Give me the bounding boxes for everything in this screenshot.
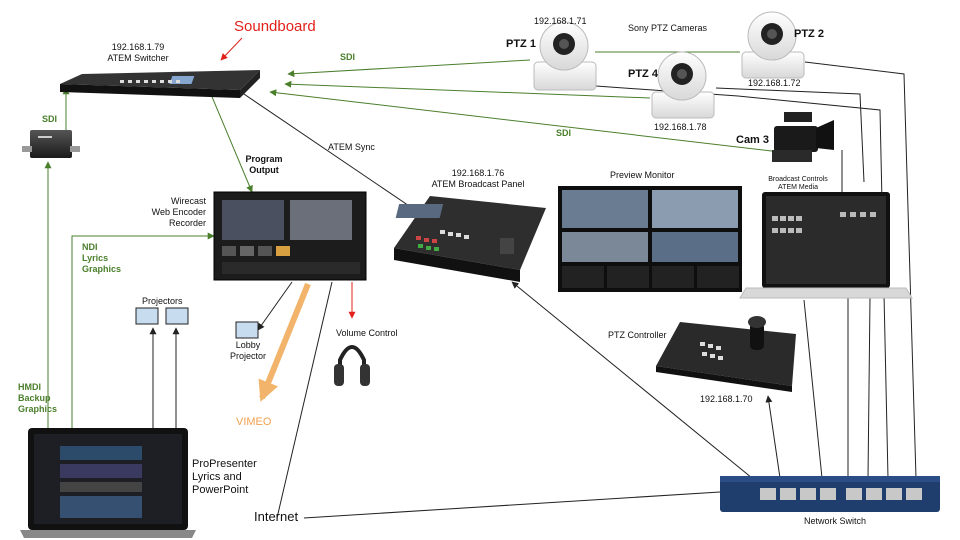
switch-to-laptop-line-1 bbox=[803, 299, 823, 479]
ptz4-ip-label: 192.168.1.78 bbox=[654, 122, 707, 132]
laptop-icon bbox=[20, 428, 196, 538]
ptz-controller-icon bbox=[656, 316, 796, 392]
ptz-camera-icon bbox=[533, 21, 597, 91]
lobby-projector-label: Lobby Projector bbox=[229, 340, 266, 361]
ptz-controller-ip-label: 192.168.1.70 bbox=[700, 394, 753, 404]
wirecast-to-lobby-line bbox=[257, 281, 293, 331]
ptz-controller-label: PTZ Controller bbox=[608, 330, 667, 340]
preview-monitor-icon bbox=[558, 186, 742, 292]
sdi-top-label: SDI bbox=[340, 52, 356, 62]
connections bbox=[44, 37, 917, 519]
switch-to-ptz2-line bbox=[804, 61, 917, 479]
sdi-line-ptz4 bbox=[284, 80, 651, 99]
switch-to-ptz4-line bbox=[715, 87, 865, 183]
ptz2-label: PTZ 2 bbox=[794, 28, 824, 40]
sony-label: Sony PTZ Cameras bbox=[628, 23, 708, 33]
laptop-icon bbox=[739, 192, 913, 299]
program-output-label: Program Output bbox=[245, 154, 283, 175]
projector-icon bbox=[135, 307, 159, 325]
atem-sync-line bbox=[237, 89, 425, 217]
projectors-label: Projectors bbox=[142, 296, 183, 306]
headphones-icon bbox=[334, 345, 370, 386]
atem-sync-label: ATEM Sync bbox=[328, 142, 375, 152]
sdi-cam3-label: SDI bbox=[556, 128, 572, 138]
internet-label: Internet bbox=[254, 509, 299, 524]
wirecast-label: Wirecast Web Encoder Recorder bbox=[151, 196, 206, 228]
cam3-label: Cam 3 bbox=[736, 134, 770, 146]
soundboard-label: Soundboard bbox=[234, 18, 316, 35]
sdi-line-ptz1 bbox=[287, 59, 531, 78]
ptz-camera-icon bbox=[741, 11, 805, 79]
soundboard-arrow bbox=[220, 37, 243, 61]
preview-monitor-label: Preview Monitor bbox=[610, 170, 675, 180]
internet-wirecast-line bbox=[276, 281, 333, 519]
network-switch-icon bbox=[720, 476, 940, 512]
ptz2-ip-label: 192.168.1.72 bbox=[748, 78, 801, 88]
ptz-camera-icon bbox=[651, 51, 715, 119]
camcorder-icon bbox=[772, 112, 834, 162]
ndi-label: NDI Lyrics Graphics bbox=[82, 242, 122, 274]
program-output-line bbox=[209, 91, 253, 193]
broadcast-panel-label: 192.168.1.76 ATEM Broadcast Panel bbox=[431, 168, 525, 189]
broadcast-controls-label: Broadcast Controls ATEM Media bbox=[768, 176, 828, 191]
vimeo-arrow bbox=[258, 282, 311, 402]
volume-control-label: Volume Control bbox=[336, 328, 398, 338]
network-switch-label: Network Switch bbox=[804, 516, 867, 526]
ptz4-label: PTZ 4 bbox=[628, 68, 658, 80]
switch-to-controller-line bbox=[765, 395, 781, 479]
sdi-left-label: SDI bbox=[42, 114, 58, 124]
ptz1-ip-label: 192.168.1.71 bbox=[534, 16, 587, 26]
internet-line bbox=[303, 491, 721, 519]
atem-switcher-icon bbox=[60, 70, 260, 98]
projector-icon bbox=[235, 321, 259, 339]
switch-to-panel-line bbox=[511, 281, 753, 479]
vimeo-label: VIMEO bbox=[236, 416, 272, 428]
atem-switcher-label: 192.168.1.79 ATEM Switcher bbox=[107, 42, 169, 63]
projector-icon bbox=[165, 307, 189, 325]
sdi-line-cam3 bbox=[269, 89, 781, 153]
switch-to-laptop-line-3 bbox=[867, 297, 871, 479]
broadcast-panel-icon bbox=[394, 196, 546, 282]
wirecast-monitor-icon bbox=[213, 191, 367, 281]
propresenter-label: ProPresenter Lyrics and PowerPoint bbox=[192, 458, 257, 496]
hdmi-label: HMDI Backup Graphics bbox=[18, 382, 58, 414]
ptz1-label: PTZ 1 bbox=[506, 38, 536, 50]
sdi-converter-icon bbox=[22, 130, 80, 158]
ndi-line bbox=[71, 232, 215, 428]
